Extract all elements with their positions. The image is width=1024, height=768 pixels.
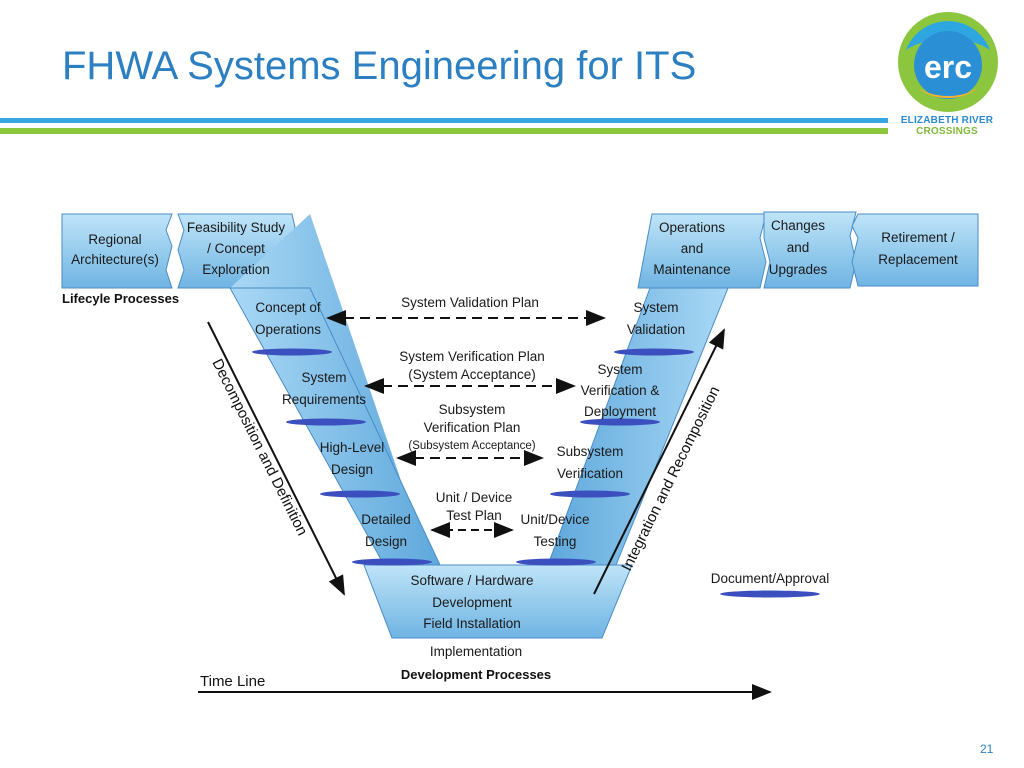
changes-line-2: and (787, 240, 810, 255)
left-step-1-line-1: Concept of (255, 300, 321, 315)
implementation-label: Implementation (430, 644, 522, 659)
logo-bottom-arc (918, 88, 978, 99)
retirement-line-1: Retirement / (881, 230, 955, 245)
decomposition-arrow (207, 321, 345, 596)
timeline-label: Time Line (200, 673, 265, 690)
regional-architecture-box (61, 213, 173, 289)
left-step-2-line-2: Requirements (282, 392, 366, 407)
subsystem-plan-line-1: Subsystem (439, 402, 506, 417)
document-bar-right-1 (614, 348, 694, 356)
bottom-line-3: Field Installation (423, 616, 521, 631)
subsystem-plan-line-3: (Subsystem Acceptance) (408, 440, 535, 452)
feasibility-line-2: / Concept (207, 241, 265, 256)
erc-logo: erc (898, 12, 998, 112)
right-step-4-line-2: Testing (534, 534, 577, 549)
retirement-line-2: Replacement (878, 252, 958, 267)
feasibility-line-1: Feasibility Study (187, 220, 286, 235)
development-processes-label: Development Processes (401, 667, 551, 682)
legend-document-bar (720, 590, 820, 598)
operations-line-2: and (681, 241, 704, 256)
header-rule-green (0, 128, 888, 134)
operations-line-1: Operations (659, 220, 725, 235)
verification-plan-line-2: (System Acceptance) (408, 367, 536, 382)
left-step-3-line-2: Design (331, 462, 373, 477)
validation-plan-label: System Validation Plan (401, 295, 539, 310)
unit-plan-line-1: Unit / Device (436, 490, 513, 505)
changes-line-3: Upgrades (769, 262, 828, 277)
retirement-replacement-box (851, 213, 979, 287)
unit-plan-line-2: Test Plan (446, 508, 502, 523)
lifecycle-processes-label: Lifecyle Processes (62, 291, 179, 306)
regional-line-2: Architecture(s) (71, 252, 159, 267)
right-step-1-line-2: Validation (627, 322, 685, 337)
right-step-4-line-1: Unit/Device (520, 512, 589, 527)
right-step-3-line-2: Verification (557, 466, 623, 481)
operations-line-3: Maintenance (653, 262, 730, 277)
right-step-2-line-2: Verification & (581, 383, 660, 398)
feasibility-line-3: Exploration (202, 262, 270, 277)
bottom-line-2: Development (432, 595, 512, 610)
document-bar-left-1 (252, 348, 332, 356)
right-step-2-line-3: Deployment (584, 404, 656, 419)
logo-mark: erc (924, 49, 972, 85)
header-rule-blue (0, 118, 888, 123)
integration-arrow (593, 328, 725, 595)
legend-label: Document/Approval (711, 571, 830, 586)
regional-line-1: Regional (88, 232, 141, 247)
document-bar-left-2 (286, 418, 366, 426)
right-step-3-line-1: Subsystem (557, 444, 624, 459)
document-bar-right-4 (516, 558, 596, 566)
subsystem-plan-line-2: Verification Plan (424, 420, 521, 435)
left-step-1-line-2: Operations (255, 322, 321, 337)
left-step-4-line-1: Detailed (361, 512, 411, 527)
logo-name-line1: ELIZABETH RIVER (900, 115, 994, 126)
document-bar-left-4 (352, 558, 432, 566)
document-bar-right-3 (550, 490, 630, 498)
left-step-4-line-2: Design (365, 534, 407, 549)
left-step-2-line-1: System (301, 370, 346, 385)
slide-title: FHWA Systems Engineering for ITS (62, 44, 697, 88)
changes-line-1: Changes (771, 218, 825, 233)
document-bar-left-3 (320, 490, 400, 498)
bottom-line-1: Software / Hardware (410, 573, 533, 588)
verification-plan-line-1: System Verification Plan (399, 349, 545, 364)
page-number: 21 (980, 742, 994, 756)
logo-name-line2: CROSSINGS (916, 126, 978, 137)
left-step-3-line-1: High-Level (320, 440, 385, 455)
changes-upgrades-box (763, 211, 857, 289)
right-step-2-line-1: System (597, 362, 642, 377)
right-step-1-line-1: System (633, 300, 678, 315)
document-bar-right-2 (580, 418, 660, 426)
logo-inner-circle (914, 31, 982, 99)
